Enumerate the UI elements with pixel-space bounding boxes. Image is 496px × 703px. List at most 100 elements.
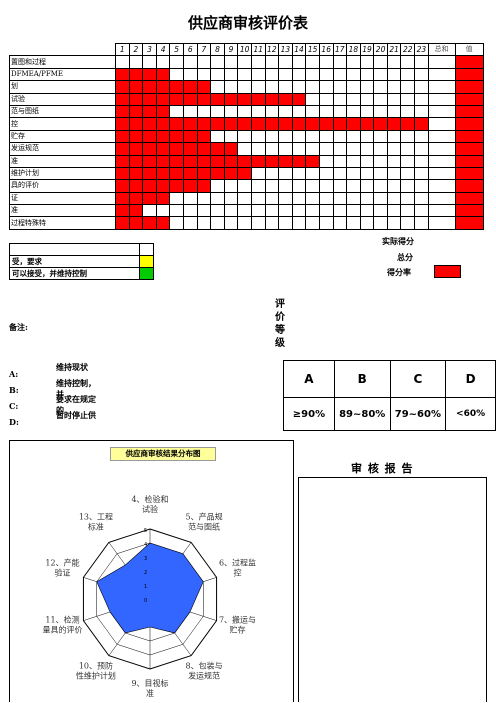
score-cell bbox=[182, 166, 198, 181]
score-cell bbox=[223, 80, 239, 94]
score-cell bbox=[210, 216, 225, 230]
score-cell bbox=[182, 154, 198, 168]
score-cell bbox=[115, 204, 130, 218]
score-cell bbox=[210, 179, 225, 193]
score-cell bbox=[400, 204, 416, 218]
score-cell bbox=[346, 204, 361, 218]
report-title: 审 核 报 告 bbox=[351, 462, 414, 475]
score-cell bbox=[264, 179, 280, 193]
radar-category-label: 12、产能验证 bbox=[45, 558, 79, 578]
score-cell bbox=[264, 129, 280, 144]
total-cell bbox=[427, 80, 456, 94]
score-cell bbox=[196, 92, 212, 106]
score-cell bbox=[223, 117, 239, 131]
score-cell bbox=[414, 117, 429, 131]
score-cell bbox=[305, 216, 320, 230]
score-cell bbox=[169, 117, 184, 131]
total-cell bbox=[427, 179, 456, 193]
score-cell bbox=[142, 191, 157, 206]
score-cell bbox=[386, 92, 402, 106]
value-cell bbox=[454, 142, 484, 156]
score-cell bbox=[291, 179, 307, 193]
value-cell bbox=[454, 67, 484, 82]
score-cell bbox=[373, 166, 388, 181]
score-cell bbox=[332, 154, 348, 168]
score-cell bbox=[169, 129, 184, 144]
score-cell bbox=[346, 67, 361, 82]
score-cell bbox=[128, 191, 144, 206]
score-cell bbox=[373, 129, 388, 144]
score-cell bbox=[169, 92, 184, 106]
legend-label: 可以接受，并维持控制 bbox=[9, 267, 140, 280]
score-cell bbox=[278, 166, 293, 181]
score-cell bbox=[115, 191, 130, 206]
score-cell bbox=[237, 129, 252, 144]
header-col-number: 6 bbox=[182, 42, 198, 57]
score-cell bbox=[182, 129, 198, 144]
score-cell bbox=[210, 204, 225, 218]
score-cell bbox=[237, 104, 252, 119]
score-cell bbox=[318, 67, 334, 82]
score-cell bbox=[196, 216, 212, 230]
value-cell bbox=[454, 154, 484, 168]
legend-swatch-green bbox=[139, 267, 154, 280]
score-cell bbox=[142, 80, 157, 94]
header-col-number: 19 bbox=[359, 42, 375, 57]
score-cell bbox=[196, 80, 212, 94]
grid-row: 过程特殊特 bbox=[9, 216, 484, 230]
score-cell bbox=[414, 154, 429, 168]
score-cell bbox=[115, 80, 130, 94]
header-col-number: 9 bbox=[223, 42, 239, 57]
score-cell bbox=[332, 80, 348, 94]
radar-tick-label: 1 bbox=[144, 584, 147, 590]
score-cell bbox=[155, 216, 171, 230]
score-cell bbox=[142, 129, 157, 144]
score-cell bbox=[278, 80, 293, 94]
grade-letter: C bbox=[389, 360, 447, 398]
score-cell bbox=[400, 92, 416, 106]
score-cell bbox=[386, 80, 402, 94]
score-cell bbox=[318, 129, 334, 144]
radar-category-label: 10、预防性维护计划 bbox=[76, 660, 116, 680]
score-cell bbox=[115, 92, 130, 106]
score-cell bbox=[210, 191, 225, 206]
score-cell bbox=[223, 129, 239, 144]
grid-row: 范与图纸 bbox=[9, 104, 484, 119]
score-cell bbox=[291, 80, 307, 94]
header-value: 值 bbox=[454, 42, 484, 57]
score-cell bbox=[386, 142, 402, 156]
total-cell bbox=[427, 204, 456, 218]
score-cell bbox=[305, 129, 320, 144]
score-cell bbox=[291, 204, 307, 218]
grade-range: 89~80% bbox=[333, 397, 391, 431]
note-item: C: 要求在规定的 bbox=[9, 394, 96, 415]
score-cell bbox=[142, 67, 157, 82]
score-cell bbox=[115, 55, 130, 69]
score-cell bbox=[196, 55, 212, 69]
score-cell bbox=[278, 92, 293, 106]
score-cell bbox=[155, 92, 171, 106]
score-cell bbox=[359, 55, 375, 69]
header-col-number: 4 bbox=[155, 42, 171, 57]
score-cell bbox=[223, 179, 239, 193]
score-cell bbox=[318, 154, 334, 168]
score-cell bbox=[278, 129, 293, 144]
score-cell bbox=[332, 55, 348, 69]
row-label: 具的评价 bbox=[9, 179, 116, 193]
score-cell bbox=[305, 92, 320, 106]
score-cell bbox=[373, 179, 388, 193]
score-cell bbox=[291, 92, 307, 106]
score-cell bbox=[414, 142, 429, 156]
score-rate-label: 得分率 bbox=[387, 267, 411, 277]
grid-row: 发运规范 bbox=[9, 142, 484, 156]
grade-table: A B C D ≥90% 89~80% 79~60% <60% bbox=[283, 360, 496, 431]
note-item: B: 维持控制，并 bbox=[9, 378, 96, 399]
score-cell bbox=[128, 117, 144, 131]
score-cell bbox=[386, 216, 402, 230]
score-cell bbox=[359, 216, 375, 230]
report-box bbox=[298, 477, 487, 702]
score-cell bbox=[115, 216, 130, 230]
score-cell bbox=[318, 104, 334, 119]
score-cell bbox=[264, 80, 280, 94]
